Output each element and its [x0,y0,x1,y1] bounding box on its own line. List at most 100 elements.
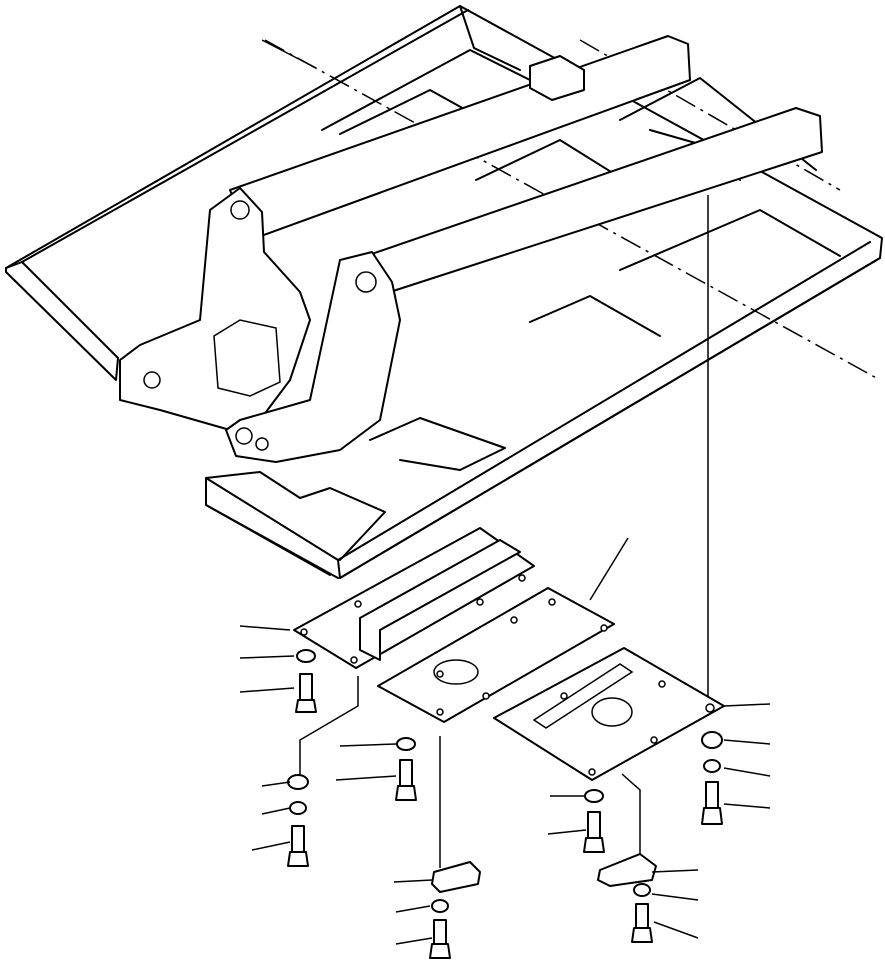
washer [633,883,651,897]
boom-bracket [119,35,823,463]
leader-2 [239,625,291,631]
frame-inner-7 [369,417,506,471]
plate-center-hole-1 [436,670,444,678]
leader-15 [651,869,699,873]
plate-right-hole-4 [658,680,666,688]
plate-right-hole-5 [560,692,568,700]
bolt-shank [399,759,413,789]
fastener-right-mid [583,789,605,853]
washer [703,759,721,773]
fastener-center-lower [429,899,451,959]
bolt-head [429,943,451,959]
frame-left-wall [5,261,119,381]
plate-right-hole-1 [705,703,715,713]
bolt-head [287,851,309,867]
plate-left-rib [359,539,521,661]
plate-right-hole-3 [650,736,658,744]
washer [431,899,449,913]
bolt-shank [291,825,305,855]
cover-plate-left [293,527,535,669]
leader-1 [261,39,317,69]
leader-plate-top [589,537,629,601]
bracket-side-left [119,187,311,431]
callout-leaders [239,39,771,945]
plate-center-hole-5 [482,692,490,700]
bolt-head [295,699,317,713]
washer [584,789,604,803]
plate-left-hole-2 [300,628,308,636]
fastener-right-far [701,731,723,825]
nut-washer [287,774,309,790]
bolt-shank [587,811,601,841]
washer [396,737,416,751]
plate-right-hole-2 [588,768,596,776]
pin-boss-4 [235,427,253,445]
leader-16 [651,893,699,901]
leader-5 [261,781,291,787]
frame-right-lip [337,241,871,561]
bolt-shank [635,903,649,931]
cover-small-right [597,853,657,887]
plate-left-hole-4 [476,598,484,606]
leader-right-plate [621,773,641,858]
plate-center-hole-6 [510,616,518,624]
frame-block [529,55,585,101]
frame-inner-5 [619,209,841,271]
plate-left-hole-5 [518,574,526,582]
leader-20 [723,767,771,777]
bolt-shank [705,781,719,811]
plate-center-hole-3 [600,624,608,632]
washer [289,801,307,815]
leader-19 [723,739,771,745]
pin-boss-2 [355,271,377,293]
fastener-left-upper [295,649,317,713]
plate-center-opening [433,659,479,685]
cover-plate-center [377,587,615,723]
plate-center-hole-4 [436,708,444,716]
leader-18 [723,703,771,707]
frame-front-plate [205,471,386,561]
leader-14 [547,829,587,835]
leader-21 [723,803,771,809]
fastener-right-lower [631,883,653,943]
frame-right-lip2 [339,257,881,579]
plate-left-hole-1 [350,656,358,664]
leader-17 [653,921,699,939]
plate-center-body [377,587,615,723]
leader-4 [239,687,295,693]
frame-inner-3 [459,5,521,71]
bolt-head [701,807,723,825]
leader-12 [395,937,433,945]
fastener-left-lower [287,774,309,867]
leader-3 [239,655,295,659]
cover-small-center [431,861,481,893]
bracket-side-right [225,251,401,463]
leader-9 [335,775,397,781]
leader-7 [251,841,291,851]
nut-washer [701,731,723,749]
plate-right-slot [532,663,634,729]
plate-center-hole-2 [548,598,556,606]
plate-right-clamp [591,697,633,727]
leader-10 [393,879,433,883]
plate-left-hole-3 [354,600,362,608]
bolt-shank [299,673,313,703]
leader-left-plate [299,676,359,778]
bracket-window [213,319,281,397]
bolt-head [631,927,653,943]
bolt-head [395,785,417,801]
pin-boss-5 [255,437,269,451]
frame-inner-6 [529,295,661,337]
pin-boss-3 [143,371,161,389]
leader-6 [261,807,291,815]
leader-8 [339,743,397,747]
washer [296,649,316,663]
frame-front-edge [205,504,339,579]
leader-11 [395,905,431,913]
bolt-shank [433,919,447,947]
frame-outline-top [5,5,883,579]
revolving-frame [5,5,883,579]
fastener-center-upper [395,737,417,801]
